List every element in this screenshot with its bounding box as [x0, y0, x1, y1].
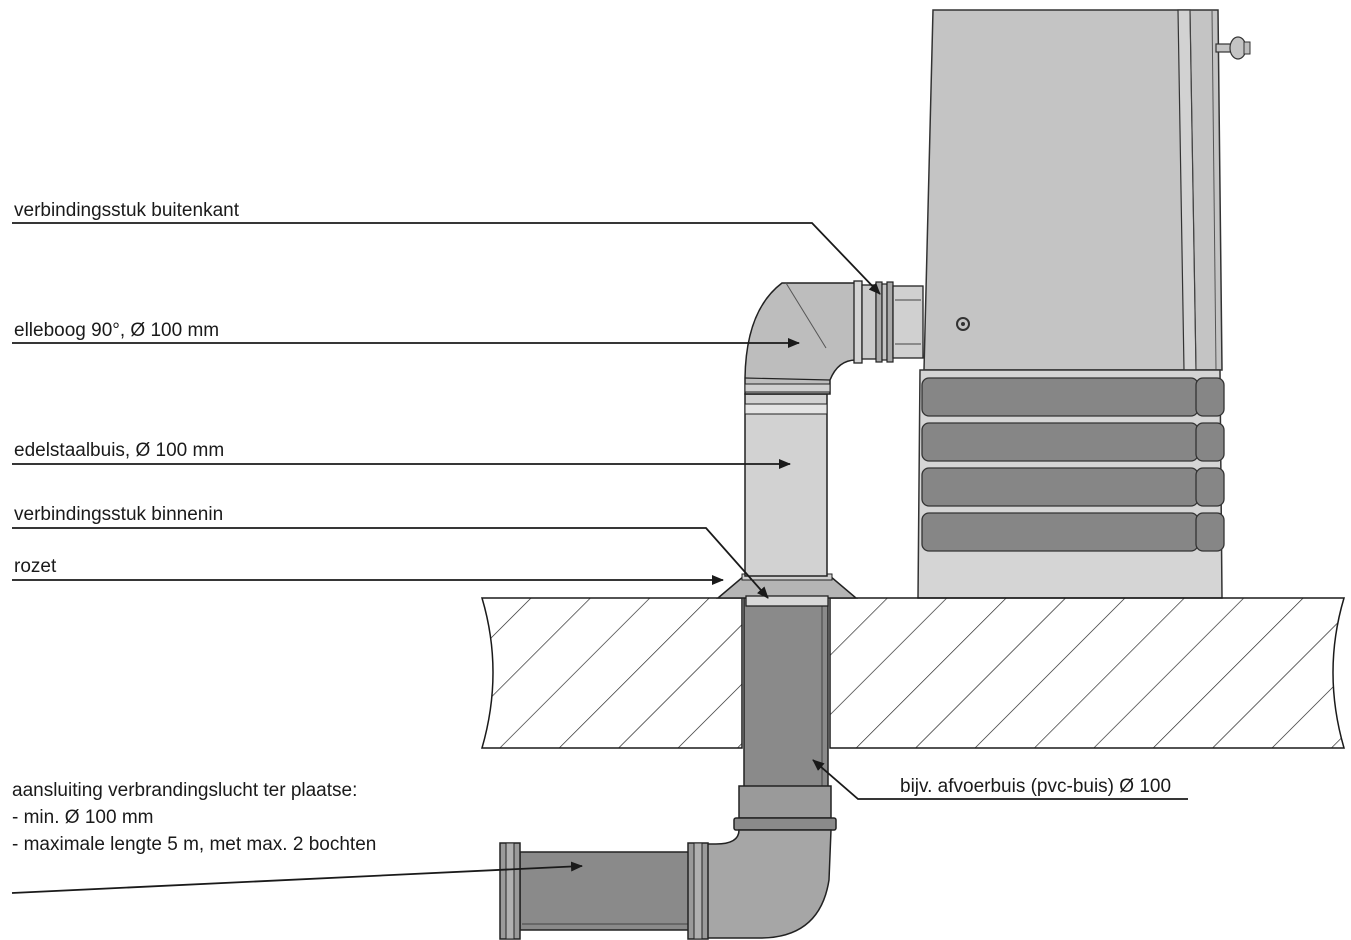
- leader-drain-pipe: [812, 759, 1188, 800]
- leader-lines: [11, 222, 1188, 894]
- label-steel-pipe: edelstaalbuis, Ø 100 mm: [14, 440, 224, 461]
- label-inner-connector: verbindingsstuk binnenin: [14, 504, 223, 525]
- label-air-supply-item2: - maximale lengte 5 m, met max. 2 bochte…: [12, 834, 376, 855]
- steel-elbow: [744, 282, 857, 395]
- pvc-elbow: [699, 829, 832, 939]
- pvc-pipe-system: [499, 597, 837, 940]
- label-rosette: rozet: [14, 556, 57, 577]
- floor-section: [480, 597, 1346, 749]
- inner-connector: [745, 595, 829, 607]
- stove-handle-icon: [1215, 36, 1251, 60]
- label-outer-connector: verbindingsstuk buitenkant: [14, 200, 240, 221]
- leader-outer-connector: [12, 222, 881, 295]
- stove-body: [923, 9, 1223, 371]
- outer-connector: [875, 281, 924, 363]
- pvc-vertical-pipe: [743, 597, 829, 789]
- leader-inner-connector: [12, 527, 769, 599]
- steel-tube: [744, 393, 828, 577]
- pvc-horizontal-pipe: [519, 851, 693, 931]
- label-air-supply-item1: - min. Ø 100 mm: [12, 807, 153, 828]
- stove-stones: [921, 377, 1225, 552]
- label-air-supply-title: aansluiting verbrandingslucht ter plaats…: [12, 780, 357, 801]
- steel-flue: [715, 280, 924, 607]
- screw-icon: [956, 317, 970, 331]
- stove: [917, 9, 1251, 599]
- label-elbow: elleboog 90°, Ø 100 mm: [14, 320, 219, 341]
- leader-air-supply: [11, 861, 583, 894]
- label-drain-pipe: bijv. afvoerbuis (pvc-buis) Ø 100: [900, 776, 1171, 797]
- labels: verbindingsstuk buitenkant elleboog 90°,…: [12, 200, 1171, 855]
